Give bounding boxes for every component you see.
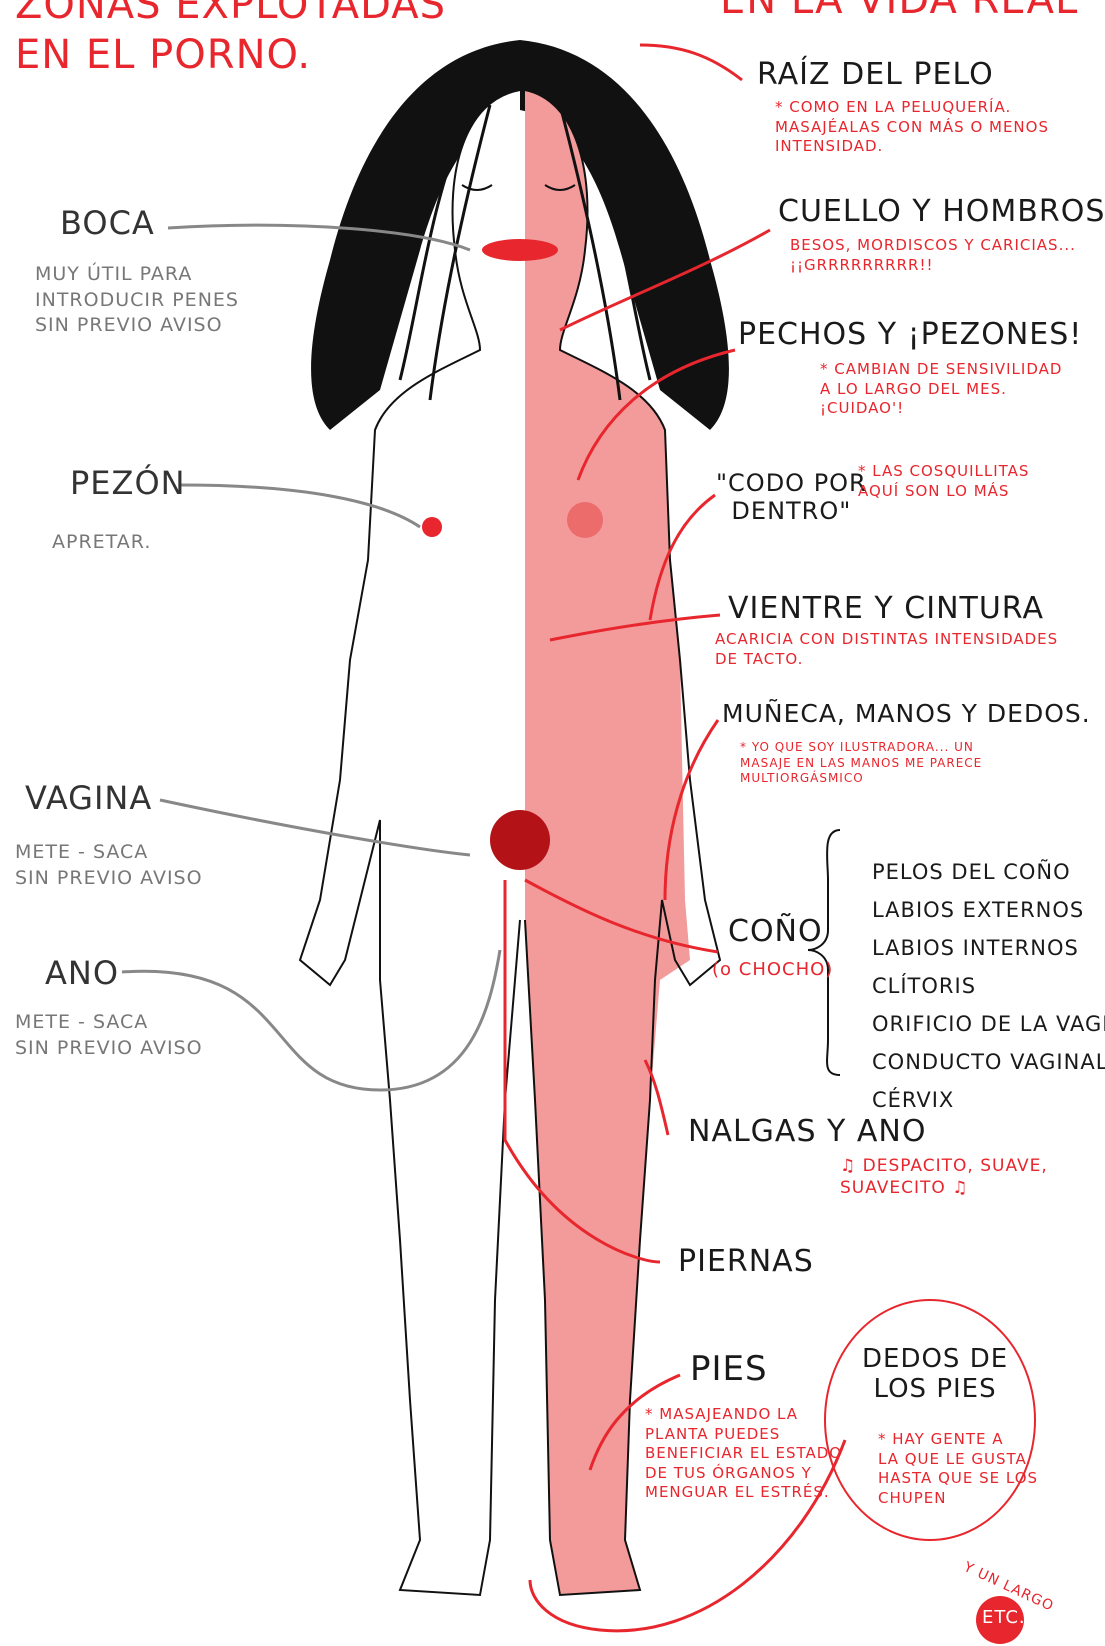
vagina-title: VAGINA bbox=[25, 780, 152, 817]
title-left: ZONAS EXPLOTADAS EN EL PORNO. bbox=[15, 0, 446, 80]
nalgas-note: ♫ DESPACITO, SUAVE, SUAVECITO ♫ bbox=[840, 1155, 1048, 1199]
pechos-note: * CAMBIAN DE SENSIVILIDAD A LO LARGO DEL… bbox=[820, 360, 1062, 419]
pechos-title: PECHOS Y ¡PEZONES! bbox=[738, 318, 1082, 353]
dedos-pies-title: DEDOS DE LOS PIES bbox=[862, 1345, 1008, 1405]
boca-note: MUY ÚTIL PARA INTRODUCIR PENES SIN PREVI… bbox=[35, 262, 239, 339]
pubic-area bbox=[490, 810, 550, 870]
codo-note: * LAS COSQUILLITAS AQUÍ SON LO MÁS bbox=[858, 462, 1029, 501]
list-item: ORIFICIO DE LA VAGINA bbox=[872, 1012, 1105, 1050]
codo-title: "CODO POR DENTRO" bbox=[716, 470, 867, 525]
title-right: EN LA VIDA REAL bbox=[720, 0, 1078, 25]
etc-badge: ETC. bbox=[982, 1608, 1026, 1629]
vientre-note: ACARICIA CON DISTINTAS INTENSIDADES DE T… bbox=[715, 630, 1058, 669]
nalgas-title: NALGAS Y ANO bbox=[688, 1115, 926, 1150]
cono-parts-list: PELOS DEL COÑO LABIOS EXTERNOS LABIOS IN… bbox=[872, 860, 1105, 1126]
vientre-title: VIENTRE Y CINTURA bbox=[728, 592, 1044, 627]
cono-title: COÑO bbox=[728, 915, 823, 950]
nipple-left bbox=[422, 517, 442, 537]
lips bbox=[482, 239, 558, 261]
pies-note: * MASAJEANDO LA PLANTA PUEDES BENEFICIAR… bbox=[645, 1405, 842, 1503]
pezon-note: APRETAR. bbox=[52, 530, 151, 556]
pezon-title: PEZÓN bbox=[70, 465, 186, 502]
raiz-title: RAÍZ DEL PELO bbox=[757, 58, 994, 93]
ano-title: ANO bbox=[45, 955, 119, 992]
cono-brace bbox=[808, 830, 840, 1075]
cuello-title: CUELLO Y HOMBROS bbox=[778, 195, 1105, 230]
dedos-pies-note: * HAY GENTE A LA QUE LE GUSTA HASTA QUE … bbox=[878, 1430, 1038, 1508]
raiz-note: * COMO EN LA PELUQUERÍA. MASAJÉALAS CON … bbox=[775, 98, 1049, 157]
list-item: CLÍTORIS bbox=[872, 974, 1105, 1012]
list-item: PELOS DEL COÑO bbox=[872, 860, 1105, 898]
cono-note: (o CHOCHO) bbox=[712, 958, 833, 981]
arrow-raiz bbox=[640, 45, 742, 80]
muneca-note: * YO QUE SOY ILUSTRADORA... UN MASAJE EN… bbox=[740, 740, 982, 787]
pies-title: PIES bbox=[690, 1350, 768, 1389]
list-item: LABIOS EXTERNOS bbox=[872, 898, 1105, 936]
list-item: CONDUCTO VAGINAL bbox=[872, 1050, 1105, 1088]
boca-title: BOCA bbox=[60, 205, 155, 242]
muneca-title: MUÑECA, MANOS Y DEDOS. bbox=[722, 700, 1091, 729]
list-item: LABIOS INTERNOS bbox=[872, 936, 1105, 974]
ano-note: METE - SACA SIN PREVIO AVISO bbox=[15, 1010, 203, 1061]
vagina-note: METE - SACA SIN PREVIO AVISO bbox=[15, 840, 203, 891]
nipple-right bbox=[567, 502, 603, 538]
cuello-note: BESOS, MORDISCOS Y CARICIAS... ¡¡GRRRRRR… bbox=[790, 236, 1076, 275]
piernas-title: PIERNAS bbox=[678, 1245, 814, 1280]
